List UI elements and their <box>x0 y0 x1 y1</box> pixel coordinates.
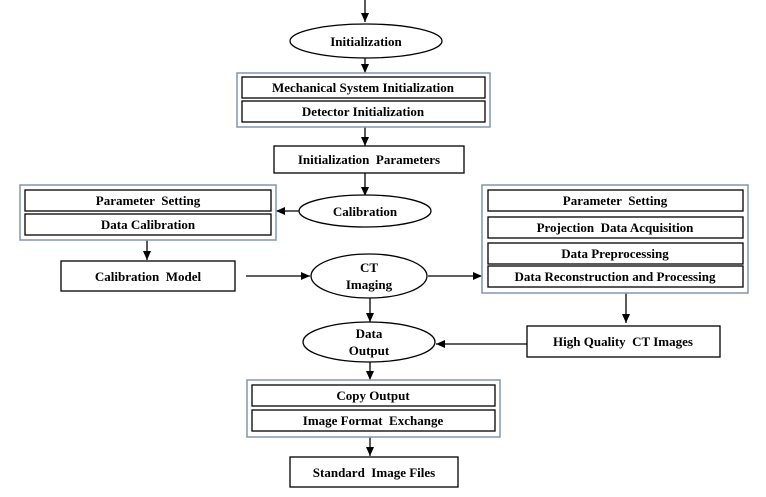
data-reconstruction-label: Data Reconstruction and Processing <box>515 269 716 284</box>
data-reconstruction-box <box>487 265 744 288</box>
hq-images-label: High Quality CT Images <box>553 334 693 349</box>
data-preprocessing-box <box>487 242 744 265</box>
data-calibration-box <box>24 213 272 236</box>
initialization-node: Initialization <box>289 23 443 59</box>
initialization-label: Initialization <box>330 34 402 49</box>
copy-output-box <box>251 384 496 407</box>
data-preprocessing-label: Data Preprocessing <box>561 246 669 261</box>
mechanical-init-box <box>241 76 486 99</box>
detector-init-box <box>241 100 486 123</box>
calibration-model-node: Calibration Model <box>60 260 236 292</box>
detector-init-label: Detector Initialization <box>302 104 425 119</box>
ct-imaging-node: CT Imaging <box>310 253 428 299</box>
std-files-node: Standard Image Files <box>289 456 459 488</box>
copy-output-label: Copy Output <box>336 388 410 403</box>
init-params-label: Initialization Parameters <box>298 152 440 167</box>
mechanical-init-label: Mechanical System Initialization <box>272 80 455 95</box>
init-params-node: Initialization Parameters <box>273 145 465 174</box>
calibration-label: Calibration <box>333 204 398 219</box>
calibration-group: Parameter Setting Data Calibration <box>19 184 277 241</box>
data-calibration-label: Data Calibration <box>101 217 196 232</box>
ct-imaging-label-line1: CT <box>360 260 378 275</box>
calibration-node: Calibration <box>298 194 432 228</box>
std-files-label: Standard Image Files <box>313 465 435 480</box>
init-group: Mechanical System Initialization Detecto… <box>236 72 491 128</box>
cal-param-setting-label: Parameter Setting <box>96 193 201 208</box>
ct-param-setting-label: Parameter Setting <box>563 193 668 208</box>
data-output-label-line1: Data <box>356 326 383 341</box>
image-format-box <box>251 409 496 432</box>
projection-acquisition-box <box>487 216 744 239</box>
cal-param-setting-box <box>24 189 272 212</box>
projection-acquisition-label: Projection Data Acquisition <box>537 220 695 235</box>
data-output-node: Data Output <box>302 321 436 363</box>
ct-param-setting-box <box>487 189 744 212</box>
ct-imaging-label-line2: Imaging <box>346 277 393 292</box>
image-format-label: Image Format Exchange <box>303 413 444 428</box>
ct-group: Parameter Setting Projection Data Acquis… <box>481 184 749 294</box>
calibration-model-label: Calibration Model <box>95 269 202 284</box>
data-output-label-line2: Output <box>349 343 390 358</box>
output-group: Copy Output Image Format Exchange <box>246 379 501 438</box>
hq-images-node: High Quality CT Images <box>526 325 721 358</box>
